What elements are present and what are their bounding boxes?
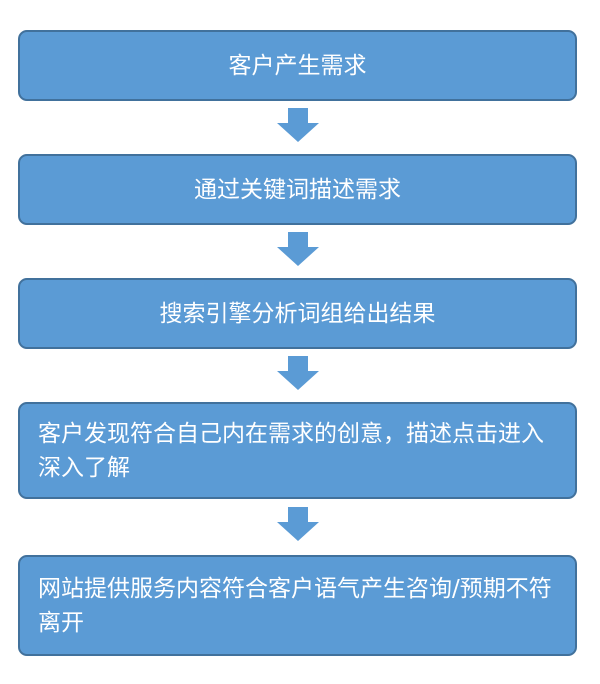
step-1-text: 客户产生需求 xyxy=(228,52,367,79)
down-arrow-icon xyxy=(277,232,319,266)
step-4-text: 客户发现符合自己内在需求的创意，描述点击进入深入了解 xyxy=(38,420,544,481)
step-1-box: 客户产生需求 xyxy=(18,30,577,101)
step-5-box: 网站提供服务内容符合客户语气产生咨询/预期不符离开 xyxy=(18,555,577,656)
step-3-text: 搜索引擎分析词组给出结果 xyxy=(159,300,436,327)
step-4-box: 客户发现符合自己内在需求的创意，描述点击进入深入了解 xyxy=(18,402,577,499)
step-2-box: 通过关键词描述需求 xyxy=(18,154,577,225)
step-2-text: 通过关键词描述需求 xyxy=(194,176,401,203)
down-arrow-icon xyxy=(277,356,319,390)
step-5-text: 网站提供服务内容符合客户语气产生咨询/预期不符离开 xyxy=(38,575,552,636)
step-3-box: 搜索引擎分析词组给出结果 xyxy=(18,278,577,349)
down-arrow-icon xyxy=(277,108,319,142)
down-arrow-icon xyxy=(277,507,319,541)
